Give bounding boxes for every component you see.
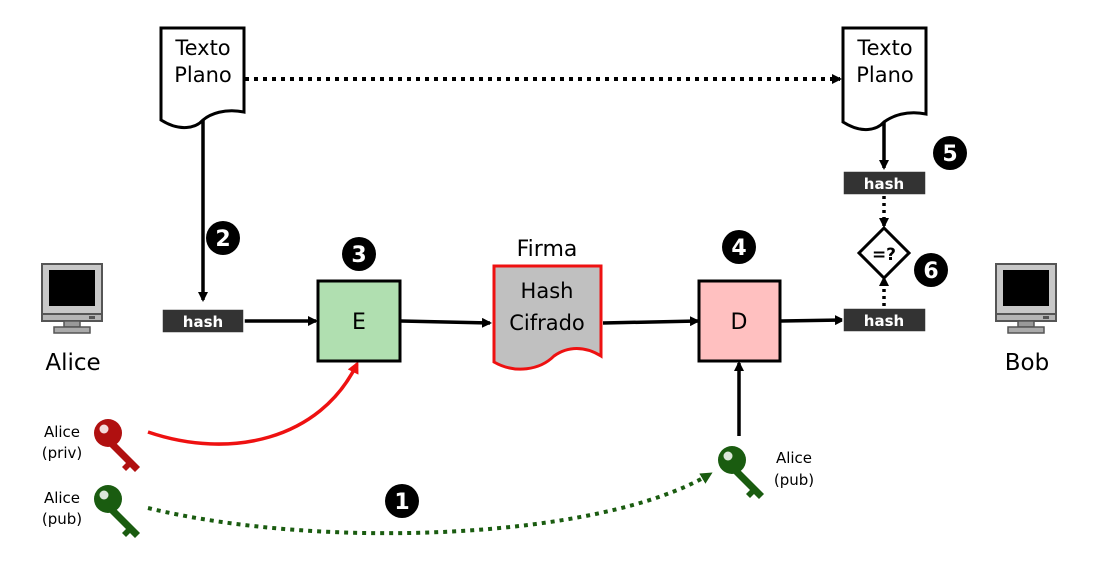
step-badge-5: 5 xyxy=(933,136,967,170)
document-icon xyxy=(841,26,928,131)
signature-document xyxy=(492,264,603,371)
key-icon xyxy=(718,446,764,499)
left-document: Texto Plano xyxy=(159,26,246,129)
encrypt-to-signature-arrow xyxy=(400,317,492,328)
bob-computer: Bob xyxy=(995,263,1057,376)
step-badge-6-label: 6 xyxy=(923,259,938,284)
hash-box-left-bg xyxy=(161,308,245,334)
step-badge-1-label: 1 xyxy=(394,490,409,515)
signature-title: Firma xyxy=(517,237,578,262)
encrypt-box: E xyxy=(316,279,402,363)
encrypt-box-bg xyxy=(316,279,402,363)
hash-box-left: hash xyxy=(161,308,245,334)
public-key-transfer-arrow xyxy=(147,472,713,536)
hash-box-right-bottom-label: hash xyxy=(864,312,904,330)
decrypt-box-label: D xyxy=(731,310,748,335)
right-document: Texto Plano xyxy=(841,26,928,131)
alice-public-key-line2: (pub) xyxy=(42,510,82,528)
left-document-line2: Plano xyxy=(174,63,232,87)
step-badge-6: 6 xyxy=(914,253,948,287)
right-document-line2: Plano xyxy=(856,63,914,87)
step-badge-5-label: 5 xyxy=(942,142,957,167)
encrypt-box-label: E xyxy=(352,310,366,335)
step-badges: 1 2 3 4 5 6 xyxy=(206,136,967,518)
key-icon xyxy=(94,419,140,472)
signature-line1: Hash xyxy=(521,279,574,303)
step-badge-2-label: 2 xyxy=(215,227,230,252)
document-icon xyxy=(159,26,246,129)
compare-label: =? xyxy=(872,245,896,265)
hash-box-left-label: hash xyxy=(183,313,223,331)
alice-computer-label: Alice xyxy=(45,350,100,376)
alice-public-key-received: Alice (pub) xyxy=(718,446,814,499)
hash-box-right-top: hash xyxy=(842,170,927,196)
step-badge-1: 1 xyxy=(385,484,419,518)
alice-public-key-received-line1: Alice xyxy=(776,449,812,467)
step-badge-4: 4 xyxy=(722,230,756,264)
compare-diamond-shape xyxy=(856,225,912,281)
decrypt-to-hash-arrow xyxy=(780,315,845,326)
signature-to-decrypt-arrow xyxy=(602,316,700,327)
alice-public-key-line1: Alice xyxy=(44,489,80,507)
decrypt-box-bg xyxy=(697,279,782,363)
decrypt-box: D xyxy=(697,279,782,363)
hash-box-right-top-label: hash xyxy=(864,175,904,193)
connectors xyxy=(147,74,889,536)
key-icon xyxy=(94,485,140,538)
alice-private-key-line2: (priv) xyxy=(42,444,82,462)
signature-line2: Cifrado xyxy=(509,311,585,335)
alice-public-key: Alice (pub) xyxy=(42,485,140,538)
step-badge-3-label: 3 xyxy=(351,243,366,268)
private-key-to-encrypt-arrow xyxy=(147,361,359,446)
step-badge-3: 3 xyxy=(342,237,376,271)
alice-private-key: Alice (priv) xyxy=(42,419,140,472)
computer-monitor-icon xyxy=(41,263,103,334)
hash-box-right-top-bg xyxy=(842,170,927,196)
alice-computer: Alice xyxy=(41,263,103,376)
alice-public-key-received-line2: (pub) xyxy=(774,471,814,489)
alice-private-key-line1: Alice xyxy=(44,423,80,441)
right-document-line1: Texto xyxy=(856,36,912,60)
compare-diamond: =? xyxy=(856,225,912,281)
step-badge-2: 2 xyxy=(206,221,240,255)
hash-box-right-bottom-bg xyxy=(842,307,927,333)
step-badge-4-label: 4 xyxy=(731,236,746,261)
hash-box-right-bottom: hash xyxy=(842,307,927,333)
left-document-line1: Texto xyxy=(174,36,230,60)
signature: Firma Hash Cifrado xyxy=(492,237,603,371)
bob-computer-label: Bob xyxy=(1005,350,1049,376)
computer-monitor-icon xyxy=(995,263,1057,334)
